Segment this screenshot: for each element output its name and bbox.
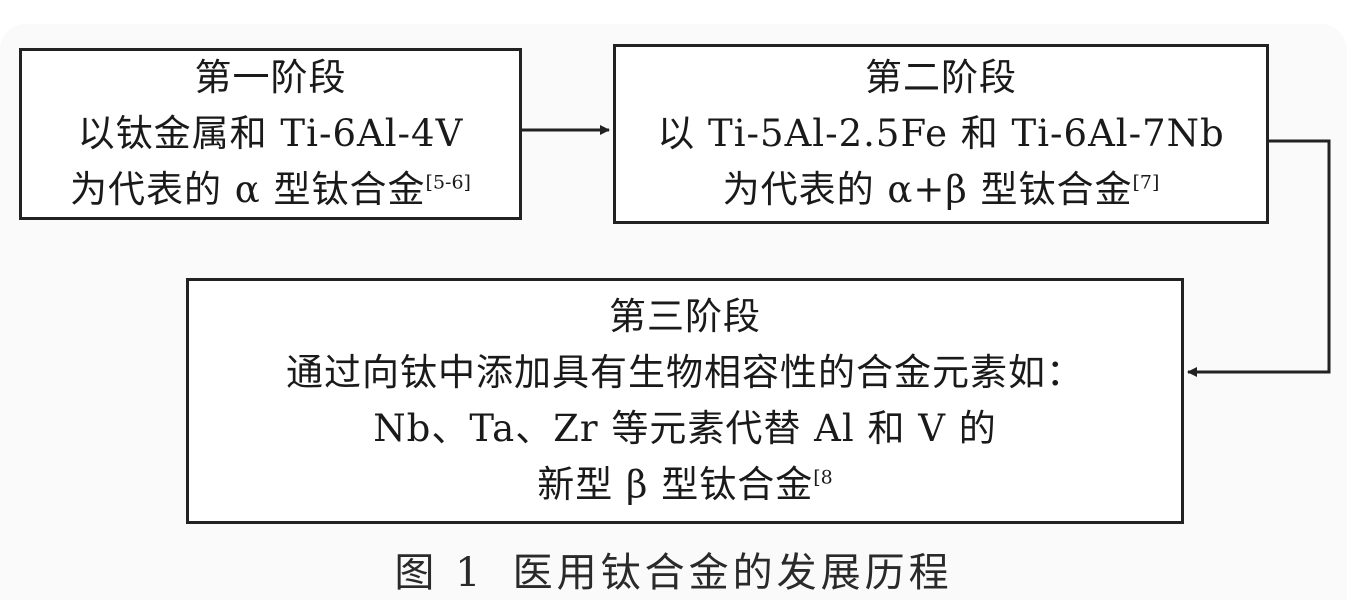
- stage-1-box: 第一阶段 以钛金属和 Ti-6Al-4V 为代表的 α 型钛合金[5-6]: [19, 48, 522, 220]
- stage-2-box: 第二阶段 以 Ti-5Al-2.5Fe 和 Ti-6Al-7Nb 为代表的 α+…: [613, 44, 1269, 224]
- stage-1-title: 第一阶段: [194, 56, 347, 99]
- stage-3-line-2: 通过向钛中添加具有生物相容性的合金元素如：: [286, 351, 1084, 394]
- stage-1-line-2: 以钛金属和 Ti-6Al-4V: [77, 112, 464, 155]
- stage-1-reference: [5-6]: [425, 171, 471, 194]
- stage-3-line-4: 新型 β 型钛合金[8: [537, 457, 832, 513]
- stage-2-reference: [7]: [1132, 171, 1160, 194]
- stage-2-line-3-text: 为代表的 α+β 型钛合金: [722, 168, 1133, 211]
- stage-2-line-2: 以 Ti-5Al-2.5Fe 和 Ti-6Al-7Nb: [657, 112, 1225, 155]
- stage-2-title: 第二阶段: [865, 56, 1017, 99]
- stage-3-box: 第三阶段 通过向钛中添加具有生物相容性的合金元素如： Nb、Ta、Zr 等元素代…: [186, 278, 1184, 524]
- stage-1-line-3-text: 为代表的 α 型钛合金: [70, 168, 426, 211]
- stage-2-line-3: 为代表的 α+β 型钛合金[7]: [723, 162, 1160, 218]
- stage-3-reference: [8: [813, 466, 833, 489]
- stage-1-line-3: 为代表的 α 型钛合金[5-6]: [70, 162, 471, 218]
- stage-3-line-3: Nb、Ta、Zr 等元素代替 Al 和 V 的: [373, 407, 997, 450]
- figure-caption: 图 1 医用钛合金的发展历程: [0, 540, 1347, 598]
- figure-title: 医用钛合金的发展历程: [512, 550, 953, 596]
- arrow-stage-2-to-stage-3: [1187, 139, 1331, 377]
- figure-number: 图 1: [394, 550, 485, 596]
- stage-3-title: 第三阶段: [609, 295, 761, 338]
- stage-3-line-4-text: 新型 β 型钛合金: [537, 463, 814, 506]
